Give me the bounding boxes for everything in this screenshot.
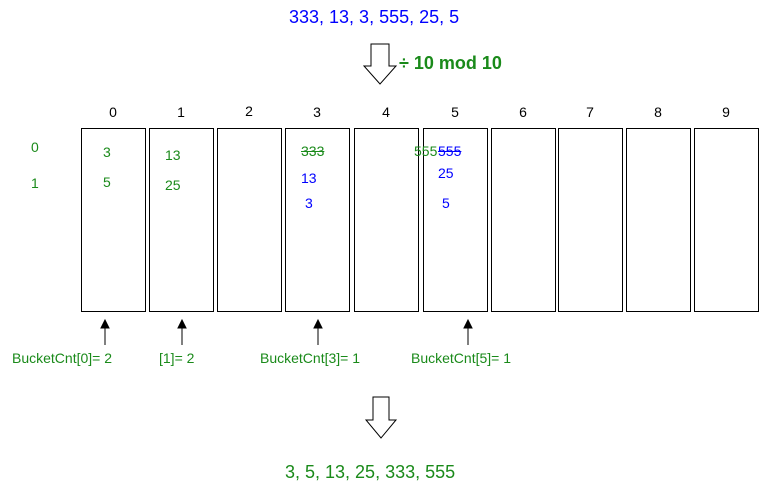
bucket-count-3: BucketCnt[3]= 1 — [260, 350, 361, 366]
bucket-count-0: BucketCnt[0]= 2 — [12, 350, 113, 366]
bucket-6 — [491, 128, 556, 312]
bucket-5 — [423, 128, 488, 312]
bucket-index-6: 6 — [519, 104, 527, 120]
bucket-1 — [149, 128, 214, 312]
bucket-0 — [81, 128, 146, 312]
down-arrow-top — [362, 43, 398, 85]
bucket-3-item-0: 13 — [301, 170, 317, 186]
bucket-1-item-0: 13 — [165, 147, 181, 163]
bucket-count-5: BucketCnt[5]= 1 — [411, 350, 512, 366]
bucket-0-item-1: 5 — [103, 174, 111, 190]
bucket-index-4: 4 — [382, 104, 390, 120]
bucket-5-item-1: 5 — [442, 195, 450, 211]
bucket-9 — [694, 128, 759, 312]
bucket-5-item-0: 25 — [438, 165, 454, 181]
bucket-index-5: 5 — [451, 104, 459, 120]
bucket-index-9: 9 — [722, 104, 730, 120]
step-label: ÷ 10 mod 10 — [399, 53, 502, 73]
bucket-2 — [217, 128, 282, 312]
bucket-3-struck-item: 333 — [301, 143, 325, 159]
bucket-4 — [354, 128, 419, 312]
bucket-3 — [285, 128, 350, 312]
bucket-1-item-1: 25 — [165, 177, 181, 193]
bucket-0-item-0: 3 — [103, 144, 111, 160]
bucket-index-0: 0 — [109, 104, 117, 120]
row-label-1: 1 — [31, 175, 39, 191]
bucket-index-2: 2 — [245, 103, 253, 119]
bucket-index-1: 1 — [177, 104, 185, 120]
bucket-index-3: 3 — [313, 104, 321, 120]
down-arrow-bottom — [364, 396, 398, 439]
input-sequence: 333, 13, 3, 555, 25, 5 — [289, 7, 460, 27]
bucket-5-struck-item: 555 — [438, 143, 462, 159]
bucket-7 — [558, 128, 623, 312]
bucket-index-8: 8 — [654, 104, 662, 120]
bucket-3-item-1: 3 — [305, 195, 313, 211]
bucket-8 — [626, 128, 691, 312]
row-label-0: 0 — [31, 139, 39, 155]
bucket-count-1: [1]= 2 — [159, 350, 195, 366]
bucket-5-overlap-item: 555 — [414, 143, 438, 159]
output-sequence: 3, 5, 13, 25, 333, 555 — [285, 462, 456, 482]
bucket-index-7: 7 — [586, 104, 594, 120]
